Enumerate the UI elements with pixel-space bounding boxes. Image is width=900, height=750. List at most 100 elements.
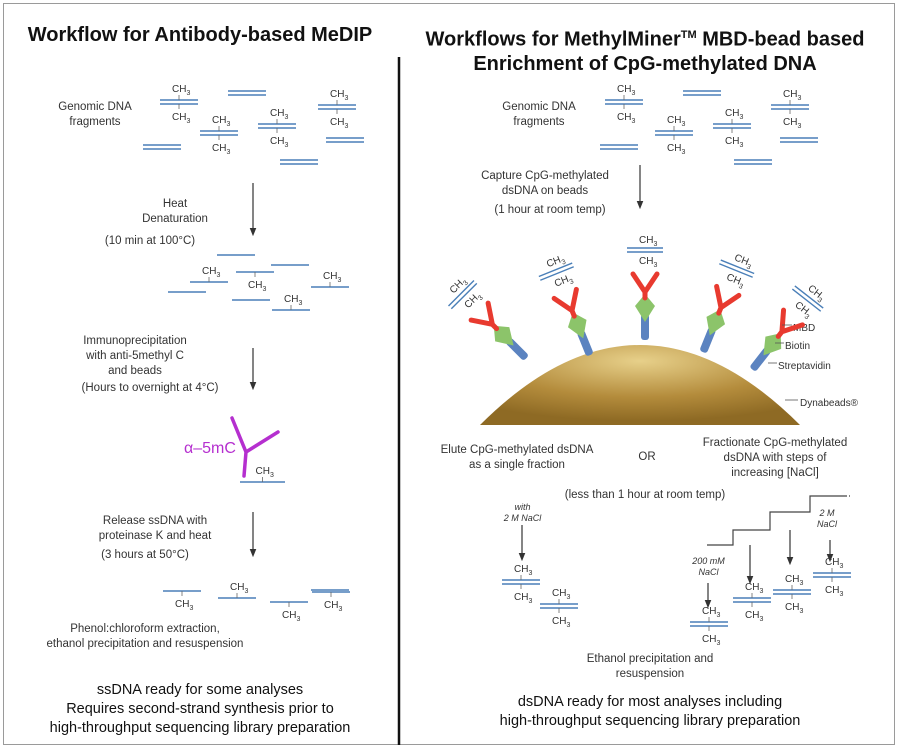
ch3-label: CH3 [284,294,302,307]
capture-time: (1 hour at room temp) [494,204,606,216]
ch3-subscript: 3 [296,616,300,623]
ip-time: (Hours to overnight at 4°C) [81,382,219,394]
release-label: Release ssDNA with proteinase K and heat [98,515,212,542]
ch3-subscript: 3 [244,588,248,595]
right-title-line1-end: MBD-bead based [696,28,865,51]
ch3-label: CH3 [785,574,803,587]
ch3-subscript: 3 [337,277,341,284]
ch3-subscript: 3 [528,570,532,577]
ch3-label: CH3 [212,143,230,156]
ch3-label: CH3 [256,466,274,479]
legend-mbd: MBD [793,323,816,334]
mbd-protein [630,271,660,301]
ch3-label: CH3 [745,582,763,595]
legend-dynabeads: Dynabeads® [800,398,858,409]
mbd-protein [468,300,500,332]
capture-label: Capture CpG-methylated dsDNA on beads [481,170,609,197]
ch3-subscript: 3 [739,114,743,121]
ch3-subscript: 3 [566,594,570,601]
legend-biotin: Biotin [785,341,811,352]
ch3-subscript: 3 [298,300,302,307]
ch3-label: CH3 [553,273,575,292]
ch3-label: CH3 [270,108,288,121]
ch3-label: CH3 [330,89,348,102]
ch3-label: CH3 [175,599,193,612]
ch3-label: CH3 [552,616,570,629]
ch3-subscript: 3 [631,90,635,97]
ch3-label: CH3 [270,136,288,149]
ch3-label: CH3 [330,117,348,130]
biotin [763,333,782,356]
ch3-label: CH3 [725,108,743,121]
ch3-label: CH3 [212,115,230,128]
dna-strand [450,282,478,310]
ch3-label: CH3 [514,592,532,605]
ch3-label: CH3 [202,266,220,279]
right-title-line2: Enrichment of CpG-methylated DNA [473,52,817,75]
ch3-label: CH3 [639,235,657,248]
ch3-label: CH3 [825,557,843,570]
ch3-label: CH3 [667,143,685,156]
figure-frame [3,3,895,745]
dynabead [480,345,800,425]
ch3-label: CH3 [617,112,635,125]
phenol-label: Phenol:chloroform extraction, ethanol pr… [46,623,244,650]
nacl-200-label: 200 mM NaCl [692,556,725,577]
biotin [706,309,726,336]
left-footer: ssDNA ready for some analyses Requires s… [49,682,351,736]
ch3-subscript: 3 [681,121,685,128]
fractionate-label: Fractionate CpG-methylated dsDNA with st… [702,437,848,479]
ch3-subscript: 3 [653,241,657,248]
ch3-subscript: 3 [739,142,743,149]
ch3-subscript: 3 [569,278,575,286]
left-genomic-label: Genomic DNA fragments [58,101,132,128]
with-nacl-label: with 2 M NaCl [503,502,542,523]
ch3-label: CH3 [248,280,266,293]
ch3-subscript: 3 [226,149,230,156]
legend-streptavidin: Streptavidin [778,361,831,372]
ch3-subscript: 3 [797,123,801,130]
heat-time: (10 min at 100°C) [104,235,196,247]
ch3-label: CH3 [785,602,803,615]
ch3-subscript: 3 [799,580,803,587]
ch3-label: CH3 [323,271,341,284]
ch3-subscript: 3 [737,283,743,291]
ch3-subscript: 3 [839,563,843,570]
mbd-protein [714,283,742,316]
dna-strand [540,266,574,281]
ch3-label: CH3 [172,84,190,97]
ch3-label: CH3 [230,582,248,595]
or-label: OR [638,451,656,463]
ch3-subscript: 3 [226,121,230,128]
ch3-subscript: 3 [186,90,190,97]
antibody-label: α–5mC [184,440,236,457]
ch3-subscript: 3 [338,606,342,613]
mbd-protein [551,286,579,319]
trademark: TM [680,29,697,41]
ch3-label: CH3 [514,564,532,577]
ip-label: Immunoprecipitation with anti-5methyl C … [83,335,187,377]
ch3-subscript: 3 [745,263,751,271]
elute-time: (less than 1 hour at room temp) [564,489,726,501]
ch3-subscript: 3 [803,313,810,321]
ch3-subscript: 3 [344,123,348,130]
biotin [493,325,514,346]
heat-label: Heat Denaturation [142,198,208,225]
right-title: Workflows for MethylMinerTM MBD-bead bas… [400,23,890,76]
ch3-subscript: 3 [186,118,190,125]
ch3-label: CH3 [783,89,801,102]
ch3-subscript: 3 [839,591,843,598]
right-footer: dsDNA ready for most analyses including … [499,694,801,729]
ch3-subscript: 3 [816,297,823,305]
dna-strand [720,259,755,275]
mbd-protein [775,307,805,339]
ch3-subscript: 3 [561,259,567,267]
ch3-label: CH3 [825,585,843,598]
